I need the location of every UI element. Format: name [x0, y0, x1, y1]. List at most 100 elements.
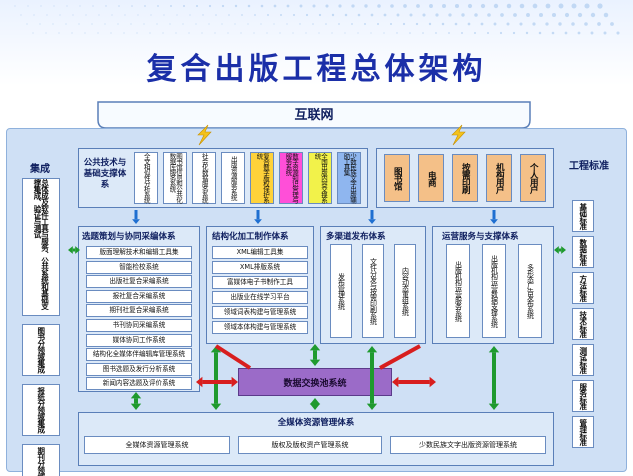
decor-dot — [474, 13, 478, 17]
decor-dot — [435, 32, 437, 34]
decor-dot — [91, 23, 93, 25]
lightning-icon — [197, 124, 212, 146]
decor-dot — [39, 23, 41, 25]
green-arrow — [68, 246, 80, 254]
public-tech-module: 复合数字版权保护系统 — [250, 152, 274, 204]
channel-item: 个人用户 — [520, 154, 546, 202]
channel-item: 电商 — [418, 154, 444, 202]
decor-dot — [266, 32, 268, 34]
decor-dot — [78, 23, 80, 25]
topic-planning-item: 版面理解技术和编辑工具集 — [86, 246, 192, 259]
decor-dot — [564, 12, 570, 18]
decor-dot — [603, 12, 609, 18]
decor-dot — [175, 32, 177, 34]
decor-dot — [104, 23, 106, 25]
decor-dot — [571, 22, 575, 26]
green-arrow — [309, 344, 321, 366]
blue-arrow — [132, 210, 140, 224]
structured-item: 富媒体电子书制作工具 — [212, 276, 308, 289]
decor-dot — [480, 3, 486, 9]
multichannel-item: 文件分发与按需印刷系统 — [362, 244, 384, 338]
blue-arrow — [490, 210, 498, 224]
decor-dot — [292, 32, 294, 34]
green-arrow — [210, 346, 222, 410]
blue-arrow — [368, 210, 376, 224]
topic-planning-item: 新闻内容选题及评价系统 — [86, 377, 192, 391]
decor-dot — [195, 23, 197, 25]
decor-dot — [273, 23, 275, 25]
decor-dot — [137, 14, 139, 16]
decor-dot — [149, 32, 151, 34]
topic-planning-item: 图书选题及发行分析系统 — [86, 362, 192, 376]
decor-dot — [416, 4, 420, 8]
decor-dot — [474, 32, 476, 34]
public-tech-header: 公共技术与基础支撑体系 — [80, 158, 130, 191]
decor-dot — [65, 23, 67, 25]
topic-planning-item: 智能检校系统 — [86, 260, 192, 274]
decor-dot — [130, 23, 132, 25]
decor-dot — [370, 32, 372, 34]
decor-dot — [118, 5, 120, 7]
decor-dot — [215, 14, 217, 16]
decor-dot — [188, 32, 190, 34]
green-arrow — [366, 346, 378, 410]
decor-dot — [558, 3, 564, 9]
structured-item: 出版业在线学习平台 — [212, 291, 308, 304]
channel-item: 图书馆 — [384, 154, 410, 202]
topic-planning-item: 媒体协同工作系统 — [86, 333, 192, 347]
red-arrow — [214, 344, 252, 370]
decor-dot — [254, 14, 256, 16]
decor-dot — [590, 12, 596, 18]
decor-dot — [45, 32, 47, 34]
decor-dot — [506, 22, 510, 26]
media-resource-item: 少数民族文字出版资源管理系统 — [390, 436, 546, 454]
media-resource-item: 全媒体资源管理系统 — [84, 436, 230, 454]
decor-dot — [72, 14, 74, 16]
decor-dot — [390, 4, 394, 8]
standard-item: 方法标准 — [572, 272, 594, 304]
decor-dot — [564, 31, 568, 35]
decor-dot — [539, 13, 543, 17]
decor-dot — [396, 13, 400, 17]
decor-dot — [325, 23, 327, 25]
decor-dot — [519, 3, 525, 9]
decor-dot — [202, 14, 204, 16]
decor-dot — [551, 31, 555, 35]
decor-dot — [558, 22, 562, 26]
decor-dot — [532, 3, 538, 9]
decor-dot — [525, 31, 529, 35]
decor-dot — [584, 3, 590, 9]
structured-item: XML编辑工具集 — [212, 246, 308, 259]
decor-dot — [247, 23, 249, 25]
decor-dot — [486, 31, 490, 35]
decor-dot — [20, 14, 22, 16]
decor-dot — [208, 23, 210, 25]
decor-dot — [597, 22, 601, 26]
standard-item: 基础标准 — [572, 200, 594, 232]
public-tech-header-text: 公共技术与基础支撑体系 — [83, 158, 127, 190]
decor-dot — [377, 23, 379, 25]
decor-dot — [493, 3, 499, 9]
decor-dot — [234, 23, 236, 25]
decor-dot — [221, 4, 225, 8]
decor-dot — [279, 32, 281, 34]
decor-dot — [357, 32, 359, 34]
decor-dot — [267, 14, 269, 16]
decor-dot — [377, 4, 381, 8]
decor-dot — [286, 4, 290, 8]
decor-dot — [467, 3, 473, 9]
decor-dot — [58, 32, 60, 34]
decor-dot — [597, 3, 603, 9]
operations-header: 运营服务与支撑体系 — [442, 232, 519, 242]
decor-dot — [383, 32, 385, 34]
topic-planning-item: 期刊社复合采编系统 — [86, 304, 192, 318]
decor-dot — [131, 5, 133, 7]
decor-dot — [512, 31, 516, 35]
decor-dot — [325, 4, 329, 8]
decor-dot — [105, 5, 107, 7]
decor-dot — [208, 4, 212, 8]
public-tech-module: 少数民族文字出版辅助工具集 — [337, 152, 361, 204]
page-title: 复合出版工程总体架构 — [146, 52, 487, 87]
decor-dot — [124, 14, 126, 16]
